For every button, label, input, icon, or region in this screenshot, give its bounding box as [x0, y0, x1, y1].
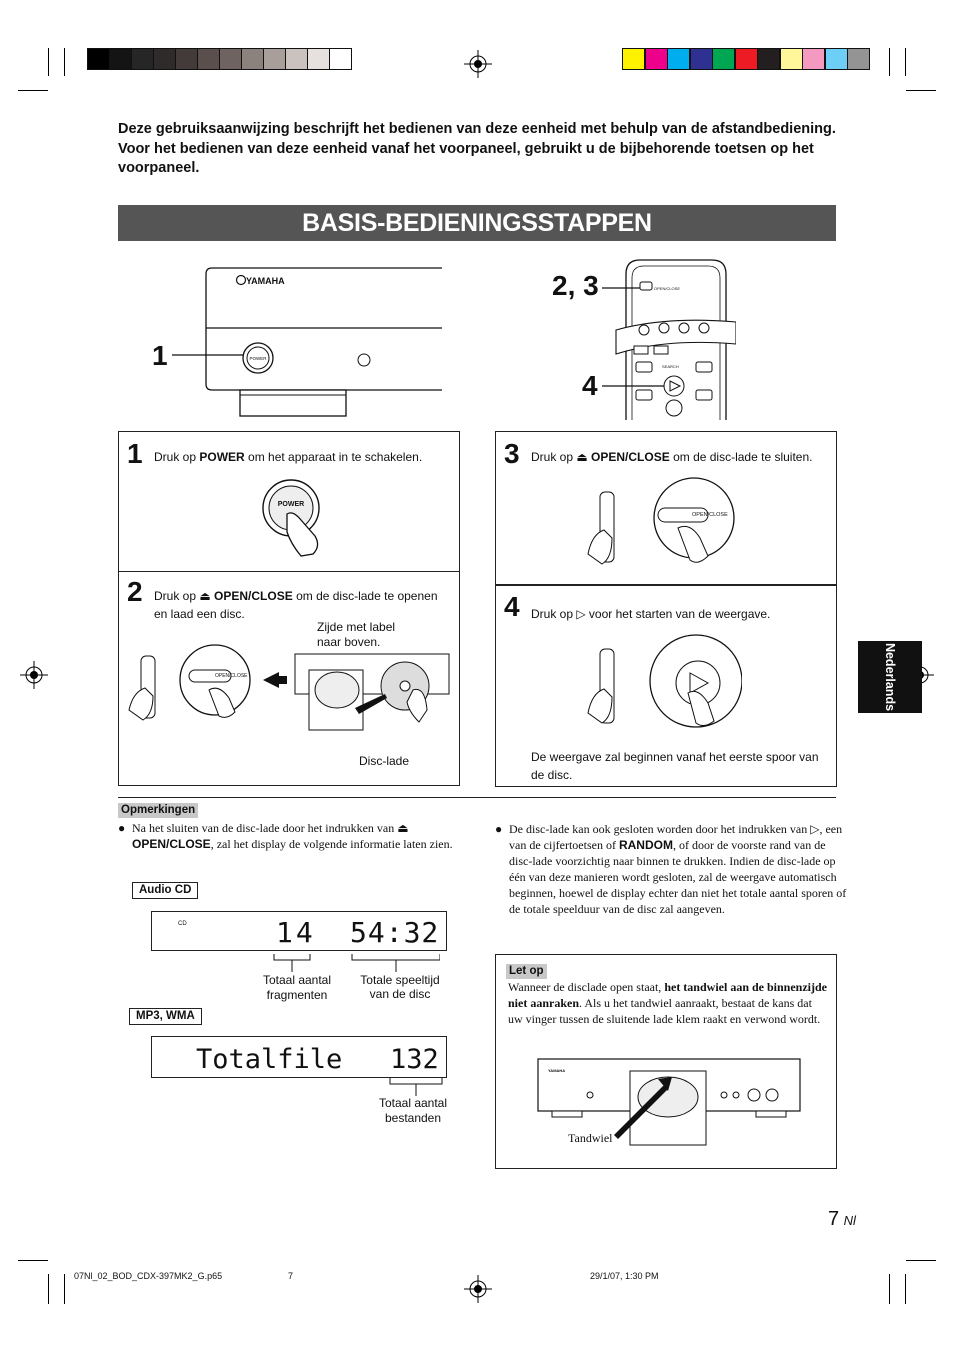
gray-swatch: [175, 48, 198, 70]
notes-title: Opmerkingen: [118, 803, 199, 818]
page-number: 7 Nl: [828, 1208, 856, 1230]
step-3-open-close-label: OPEN/CLOSE: [692, 512, 728, 518]
power-button-press-label: POWER: [277, 501, 305, 508]
gray-swatch: [307, 48, 330, 70]
power-button-label: POWER: [249, 356, 267, 361]
remote-search-label: SEARCH: [662, 364, 679, 369]
step-3-number: 3: [504, 438, 520, 469]
footer-page: 7: [288, 1271, 294, 1281]
step-4-text: Druk op ▷ voor het starten van de weerga…: [531, 607, 771, 621]
callout-2-3: 2, 3: [552, 270, 599, 301]
file-count-readout: 132: [390, 1044, 439, 1075]
section-divider: [118, 797, 836, 798]
remote-play-press-illustration: [587, 634, 742, 728]
gray-swatch: [197, 48, 220, 70]
intro-paragraph-1: Deze gebruiksaanwijzing beschrijft het b…: [118, 121, 836, 137]
gear-label: Tandwiel: [568, 1131, 613, 1145]
track-count-readout: 14: [276, 916, 316, 949]
gray-swatch: [263, 48, 286, 70]
step-4-note: De weergave zal beginnen vanaf het eerst…: [531, 750, 819, 782]
mp3-display: Totalfile 132: [151, 1036, 447, 1078]
intro-text: Deze gebruiksaanwijzing beschrijft het b…: [118, 120, 838, 179]
eject-icon: ⏏: [199, 589, 211, 603]
footer-file: 07Nl_02_BOD_CDX-397MK2_G.p65: [74, 1271, 223, 1281]
gray-swatch: [329, 48, 352, 70]
disc-loading-illustration: [128, 644, 450, 731]
color-swatch: [689, 48, 713, 70]
gray-swatch: [87, 48, 110, 70]
step-2-box: 2 Druk op ⏏ OPEN/CLOSE om de disc-lade t…: [118, 570, 460, 786]
step-2-open-close-label: OPEN/CLOSE: [215, 673, 248, 679]
total-files-label: Totaal aantal bestanden: [378, 1096, 448, 1125]
color-swatch: [779, 48, 803, 70]
step-2-number: 2: [127, 576, 143, 607]
callout-1: 1: [152, 340, 168, 371]
gray-swatch: [131, 48, 154, 70]
power-button-press-illustration: [262, 479, 320, 557]
registration-mark-bottom-icon: [464, 1275, 492, 1303]
gray-swatch: [109, 48, 132, 70]
play-icon: ▷: [576, 607, 586, 621]
step-4-box: 4 Druk op ▷ voor het starten van de weer…: [495, 584, 837, 787]
notes-left-text: ●Na het sluiten van de disc-lade door he…: [118, 821, 453, 851]
total-time-readout: 54:32: [350, 916, 440, 949]
callout-4: 4: [582, 370, 598, 401]
remote-illustration: [602, 259, 736, 420]
registration-mark-top-icon: [464, 50, 492, 78]
language-tab: Nederlands: [858, 641, 922, 713]
color-swatch: [734, 48, 758, 70]
color-swatch: [757, 48, 780, 70]
step-2-text: Druk op ⏏ OPEN/CLOSE om de disc-lade te …: [154, 589, 438, 621]
caution-text: Wanneer de disclade open staat, het tand…: [508, 980, 827, 1026]
step-1-text: Druk op POWER om het apparaat in te scha…: [154, 450, 423, 464]
color-swatch: [644, 48, 668, 70]
gray-swatch: [285, 48, 308, 70]
step-3-text: Druk op ⏏ OPEN/CLOSE om de disc-lade te …: [531, 450, 813, 464]
yamaha-brand: YAMAHA: [246, 276, 285, 286]
eject-icon: ⏏: [397, 821, 409, 835]
player-tray-open-illustration: [537, 1058, 801, 1146]
display-brackets-1: [273, 954, 440, 972]
cd-indicator: CD: [178, 921, 187, 927]
color-swatch: [802, 48, 825, 70]
gray-swatch: [153, 48, 176, 70]
remote-open-close-label: OPEN/CLOSE: [654, 286, 681, 291]
mp3-wma-tag: MP3, WMA: [129, 1008, 202, 1025]
audio-cd-tag: Audio CD: [132, 882, 199, 899]
step-1-box: 1 Druk op POWER om het apparaat in te sc…: [118, 431, 460, 572]
caution-yamaha-brand: YAMAHA: [548, 1068, 566, 1073]
display-bracket-2: [389, 1078, 443, 1096]
caution-title: Let op: [506, 964, 547, 979]
color-swatch: [622, 48, 645, 70]
play-icon: ▷: [810, 822, 820, 836]
intro-paragraph-2: Voor het bedienen van deze eenheid vanaf…: [118, 140, 814, 177]
step-3-box: 3 Druk op ⏏ OPEN/CLOSE om de disc-lade t…: [495, 431, 837, 586]
color-swatch: [667, 48, 690, 70]
total-time-label: Totale speeltijd van de disc: [360, 973, 440, 1001]
eject-icon: ⏏: [576, 450, 588, 464]
color-swatch: [712, 48, 735, 70]
disc-tray-label: Disc-lade: [359, 754, 410, 768]
total-tracks-label: Totaal aantal fragmenten: [262, 973, 332, 1002]
color-swatch: [847, 48, 870, 70]
player-front-illustration: [172, 267, 442, 417]
gray-swatch: [241, 48, 264, 70]
notes-right-text: ●De disc-lade kan ook gesloten worden do…: [495, 822, 847, 916]
step-4-number: 4: [504, 591, 520, 622]
color-swatch: [824, 48, 848, 70]
step-1-number: 1: [127, 438, 143, 469]
total-file-readout: Totalfile: [196, 1044, 343, 1075]
footer-date: 29/1/07, 1:30 PM: [590, 1271, 659, 1281]
registration-mark-left-icon: [20, 661, 48, 689]
section-banner: BASIS-BEDIENINGSSTAPPEN: [118, 205, 836, 241]
label-side-up: Zijde met label naar boven.: [317, 620, 396, 649]
caution-box: Let op Wanneer de disclade open staat, h…: [495, 954, 837, 1169]
remote-open-close-press-illustration: [587, 477, 735, 565]
gray-swatch: [219, 48, 242, 70]
audio-cd-display: CD 14 54:32: [151, 911, 447, 951]
